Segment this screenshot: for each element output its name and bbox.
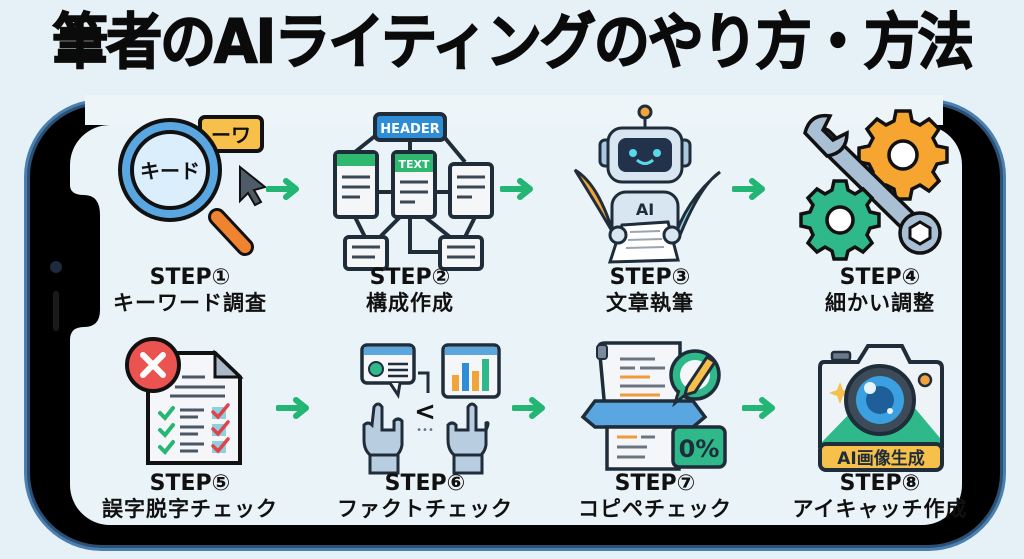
step-label: 細かい調整 xyxy=(825,291,935,315)
step-label: コピペチェック xyxy=(578,497,732,521)
arrow-right-icon xyxy=(742,397,775,419)
step-8: AI画像生成 STEP⑧ アイキャッチ作成 xyxy=(780,330,980,540)
step-6: < ••• STEP⑥ ファクトチェック xyxy=(325,330,525,540)
fact-compare-hands-icon: < ••• xyxy=(360,343,501,475)
camera-ai-image-icon: AI画像生成 xyxy=(818,344,944,472)
checklist-document-icon xyxy=(125,337,244,465)
step-number: STEP⑧ xyxy=(839,471,921,496)
step-label: ファクトチェック xyxy=(337,497,513,521)
magnifier-text: キード xyxy=(140,159,200,183)
step-number: STEP⑦ xyxy=(614,471,696,496)
step-number: STEP① xyxy=(149,265,231,290)
structure-diagram-icon: HEADER TEXT xyxy=(333,112,494,271)
step-number: STEP② xyxy=(369,265,451,290)
tag-text: ーワ xyxy=(211,123,251,147)
page-title: 筆者のAIライティングのやり方・方法 xyxy=(51,7,974,79)
ai-badge-text: AI xyxy=(636,200,654,219)
ai-robot-writer-icon: AI xyxy=(573,104,721,264)
percent-text: 0% xyxy=(679,435,720,463)
step-1: ーワ キード STEP① キーワード調査 xyxy=(90,100,290,330)
arrow-right-icon xyxy=(500,178,533,200)
arrow-right-icon xyxy=(266,178,299,200)
step-number: STEP⑥ xyxy=(384,471,466,496)
ai-image-badge-text: AI画像生成 xyxy=(837,448,924,469)
wrench-gears-icon xyxy=(799,109,949,261)
step-label: 文章執筆 xyxy=(606,291,694,315)
arrow-right-icon xyxy=(732,178,765,200)
step-number: STEP⑤ xyxy=(149,471,231,496)
step-5: STEP⑤ 誤字脱字チェック xyxy=(90,330,290,540)
step-3: AI STEP③ 文章執筆 xyxy=(550,100,750,330)
compare-symbol: < xyxy=(414,397,436,427)
text-label: TEXT xyxy=(398,158,429,171)
svg-text:•••: ••• xyxy=(416,425,434,436)
step-label: アイキャッチ作成 xyxy=(792,497,968,521)
step-2: HEADER TEXT STEP② 構成作成 xyxy=(310,100,510,330)
magnifier-keyword-icon: ーワ キード xyxy=(118,115,268,256)
step-number: STEP③ xyxy=(609,265,691,290)
step-4: STEP④ 細かい調整 xyxy=(780,100,980,330)
copy-check-scanner-icon: 0% xyxy=(580,341,727,471)
step-number: STEP④ xyxy=(839,265,921,290)
arrow-right-icon xyxy=(512,397,545,419)
step-label: 誤字脱字チェック xyxy=(102,497,278,521)
step-7: 0% STEP⑦ コピペチェック xyxy=(555,330,755,540)
step-label: 構成作成 xyxy=(366,291,454,315)
step-label: キーワード調査 xyxy=(113,291,267,315)
arrow-right-icon xyxy=(276,397,309,419)
phone-frame xyxy=(22,95,1008,555)
header-text: HEADER xyxy=(380,122,440,137)
